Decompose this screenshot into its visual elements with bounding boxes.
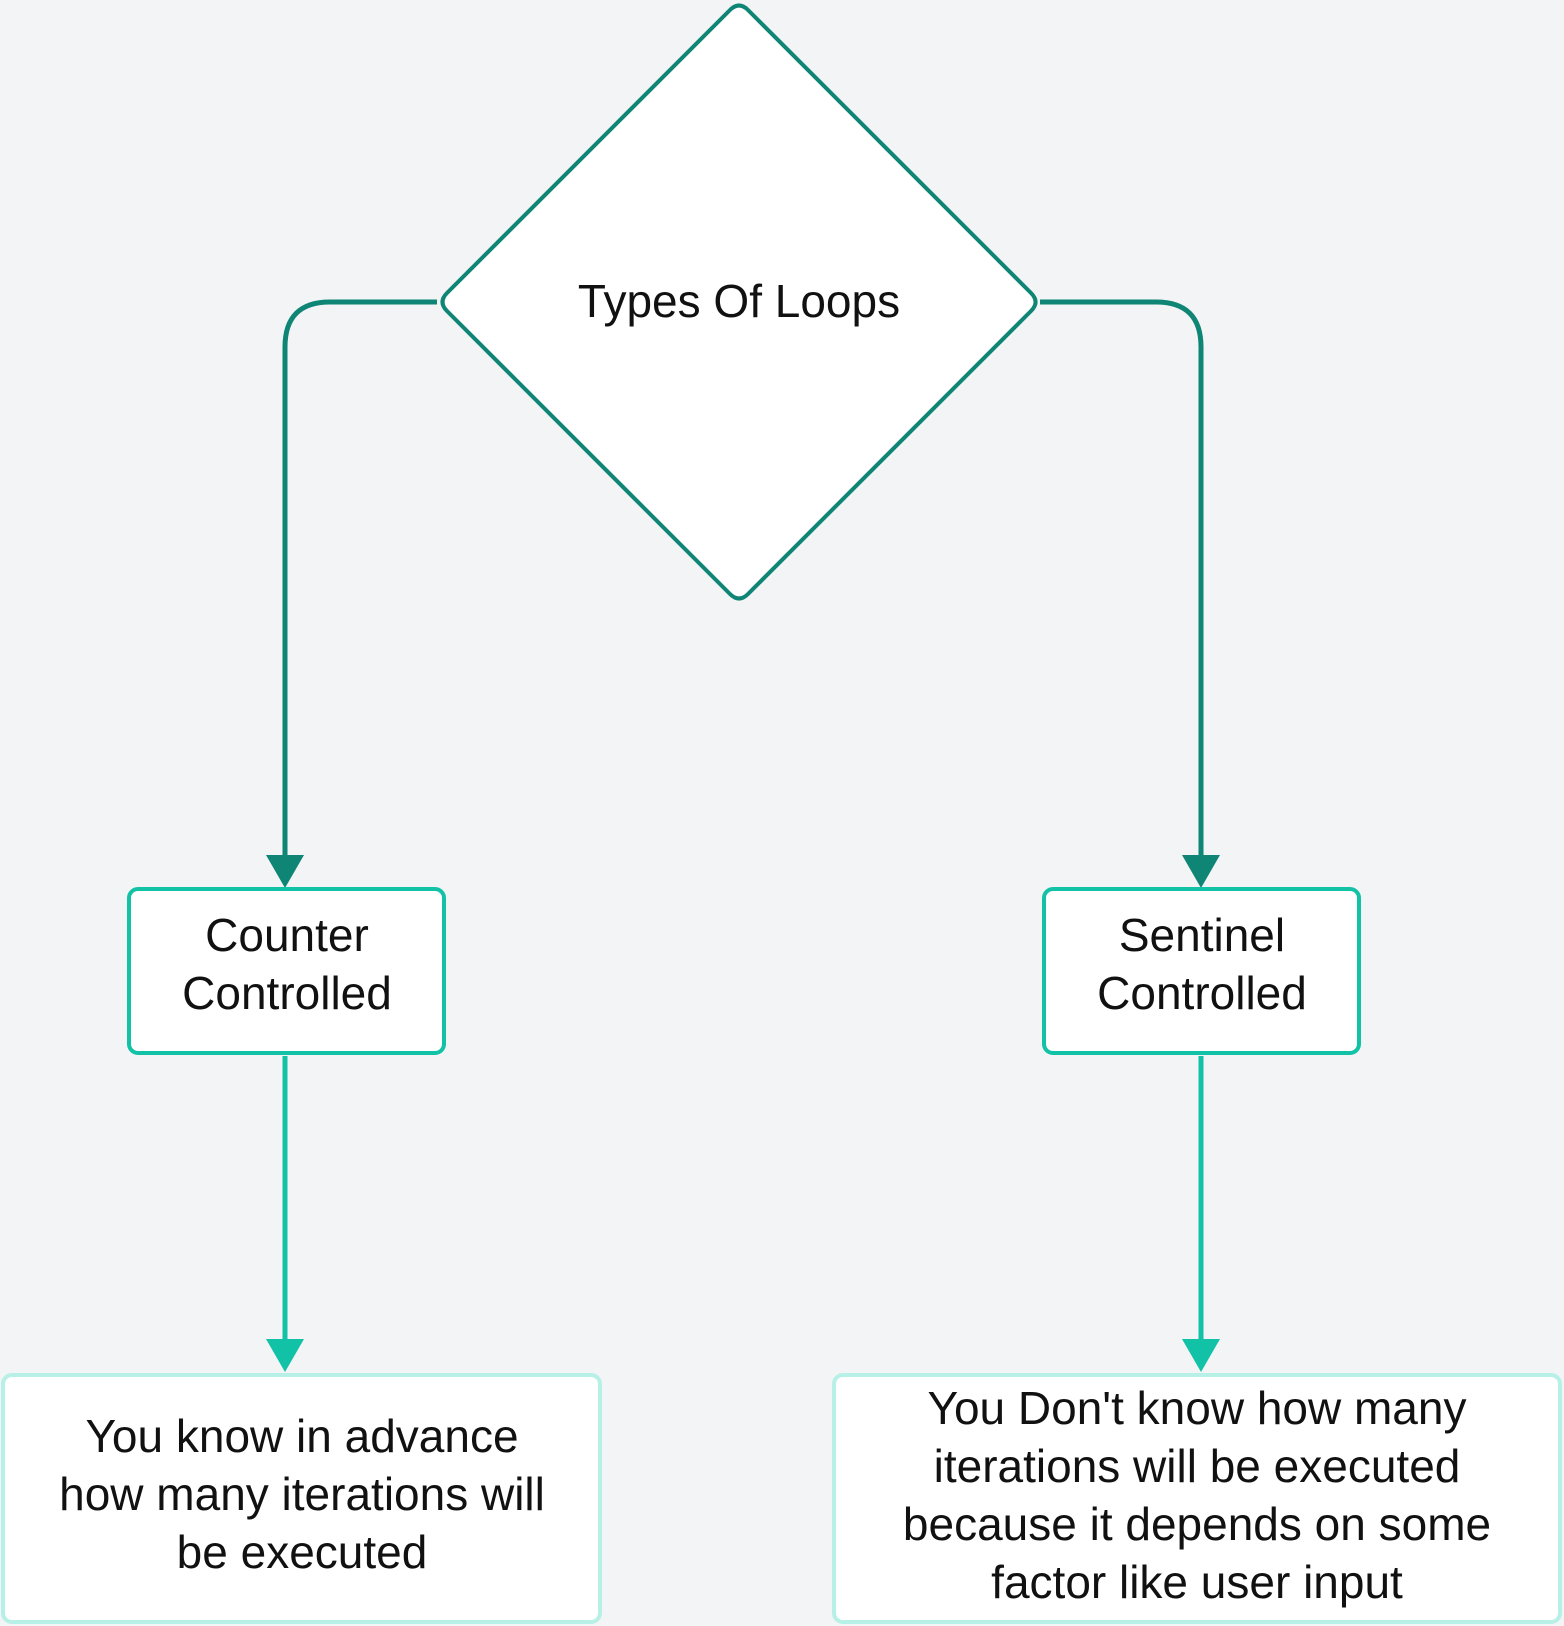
- sentinel-description-line4: factor like user input: [991, 1556, 1403, 1608]
- arrowhead-sentinel: [1182, 855, 1220, 888]
- counter-description-line2: how many iterations will: [59, 1468, 545, 1520]
- root-label: Types Of Loops: [578, 275, 900, 327]
- counter-controlled-box[interactable]: [127, 887, 446, 1055]
- sentinel-controlled-box[interactable]: [1042, 887, 1361, 1055]
- counter-description-box[interactable]: [1, 1373, 602, 1624]
- sentinel-label-line2: Controlled: [1097, 967, 1307, 1019]
- sentinel-label-line1: Sentinel: [1119, 909, 1285, 961]
- sentinel-description-line1: You Don't know how many: [928, 1382, 1467, 1434]
- arrowhead-sentinel-description: [1182, 1339, 1220, 1372]
- counter-description-line3: be executed: [177, 1526, 428, 1578]
- root-diamond[interactable]: [440, 3, 1038, 601]
- counter-label-line1: Counter: [205, 909, 369, 961]
- counter-label-line2: Controlled: [182, 967, 392, 1019]
- connector-root-to-counter: [282, 299, 437, 858]
- arrowhead-counter-description: [266, 1339, 304, 1372]
- connector-root-to-sentinel: [1040, 299, 1204, 858]
- counter-description-line1: You know in advance: [85, 1410, 518, 1462]
- sentinel-description-line2: iterations will be executed: [934, 1440, 1461, 1492]
- sentinel-description-box[interactable]: [832, 1373, 1562, 1624]
- arrowhead-counter: [266, 855, 304, 888]
- sentinel-description-line3: because it depends on some: [903, 1498, 1491, 1550]
